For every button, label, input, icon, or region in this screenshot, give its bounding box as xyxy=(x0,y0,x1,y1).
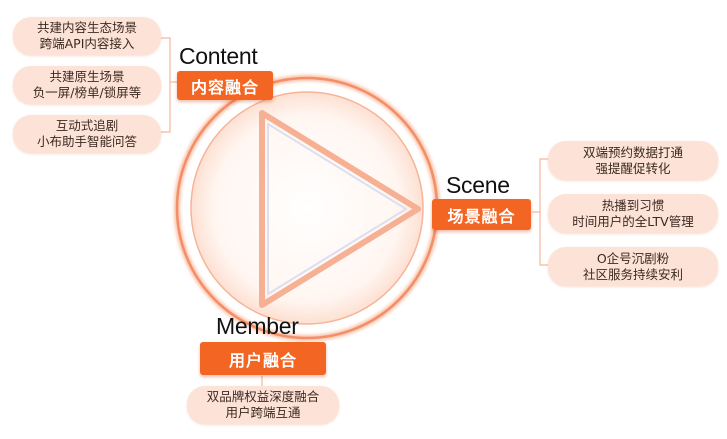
scene-item-3-line1: O企号沉剧粉 xyxy=(596,250,670,266)
scene-item-1-line2: 强提醒促转化 xyxy=(595,160,671,176)
content-item-2: 共建原生场景 负一屏/榜单/锁屏等 xyxy=(13,66,161,104)
play-triangle-inner xyxy=(267,123,407,295)
scene-item-2-line2: 时间用户的全LTV管理 xyxy=(572,213,694,229)
content-item-1-line1: 共建内容生态场景 xyxy=(36,20,137,35)
content-item-1: 共建内容生态场景 跨端API内容接入 xyxy=(13,17,161,55)
scene-item-3: O企号沉剧粉 社区服务持续安利 xyxy=(548,247,718,286)
content-item-2-line1: 共建原生场景 xyxy=(49,69,125,84)
play-triangle xyxy=(259,110,421,308)
scene-item-3-line2: 社区服务持续安利 xyxy=(582,266,683,282)
scene-item-2-line1: 热播到习惯 xyxy=(601,197,665,213)
scene-bracket xyxy=(532,158,548,266)
content-item-1-line2: 跨端API内容接入 xyxy=(39,36,135,51)
content-title: Content xyxy=(179,43,258,69)
member-item-1-line2: 用户跨端互通 xyxy=(225,405,301,420)
content-item-3-line2: 小布助手智能问答 xyxy=(36,134,137,149)
scene-title: Scene xyxy=(446,172,510,198)
scene-item-2: 热播到习惯 时间用户的全LTV管理 xyxy=(548,194,718,233)
scene-tag: 场景融合 xyxy=(432,199,531,230)
content-bracket xyxy=(160,37,178,133)
content-tag: 内容融合 xyxy=(177,71,273,100)
member-tag: 用户融合 xyxy=(200,342,326,375)
content-item-2-line2: 负一屏/榜单/锁屏等 xyxy=(32,85,142,100)
scene-item-1: 双端预约数据打通 强提醒促转化 xyxy=(548,141,718,180)
member-item-1: 双品牌权益深度融合 用户跨端互通 xyxy=(187,386,339,424)
scene-item-1-line1: 双端预约数据打通 xyxy=(582,144,683,160)
member-item-1-line1: 双品牌权益深度融合 xyxy=(206,389,320,404)
member-title: Member xyxy=(216,313,299,339)
inner-disc xyxy=(190,91,424,325)
content-item-3-line1: 互动式追剧 xyxy=(55,118,119,133)
content-item-3: 互动式追剧 小布助手智能问答 xyxy=(13,115,161,153)
